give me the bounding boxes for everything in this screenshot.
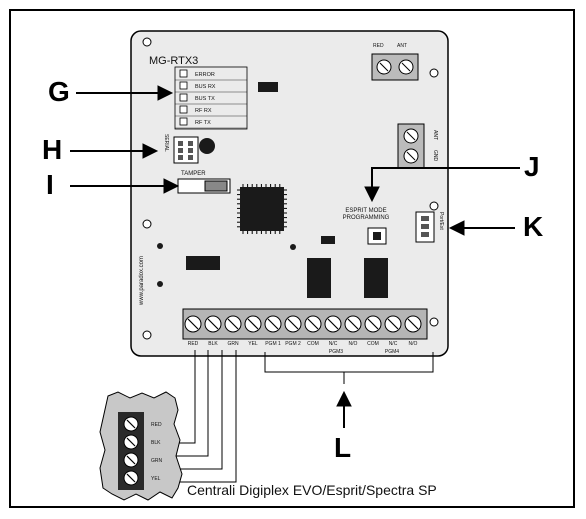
relay-pgm3 bbox=[307, 258, 331, 298]
mounting-hole bbox=[429, 201, 439, 211]
led-indicator bbox=[179, 93, 188, 102]
led-label: RF TX bbox=[195, 120, 211, 126]
smd-component bbox=[258, 82, 278, 92]
callout-arrows bbox=[70, 85, 520, 428]
arrow-g-head bbox=[157, 85, 174, 101]
callout-j: J bbox=[524, 151, 540, 182]
mounting-hole bbox=[142, 219, 152, 229]
connector-label: GRN bbox=[151, 458, 163, 464]
esprit-programming-jumper: ESPRIT MODE PROGRAMMING bbox=[343, 208, 390, 245]
serial-connector-housing bbox=[173, 136, 199, 164]
top-terminal-label-red: RED bbox=[373, 43, 384, 49]
bottom-terminal-label: COM bbox=[307, 341, 319, 347]
callout-l: L bbox=[334, 432, 352, 463]
led-label: BUS TX bbox=[195, 96, 215, 102]
right-terminal-label-gnd: GND bbox=[432, 150, 438, 162]
bottom-terminal-strip: RED BLK GRN YEL PGM 1 PGM 2 COM N/C N/O COM N/C N/O… bbox=[182, 308, 428, 355]
led-label: BUS RX bbox=[195, 84, 216, 90]
arrow-i-head bbox=[163, 178, 180, 194]
connector-caption: Centrali Digiplex EVO/Esprit/Spectra SP bbox=[187, 482, 437, 498]
relay-pgm4 bbox=[364, 258, 388, 298]
mounting-hole bbox=[142, 37, 152, 47]
serial-label: SERIAL bbox=[163, 134, 169, 152]
mounting-hole bbox=[142, 330, 152, 340]
callout-i: I bbox=[46, 169, 54, 200]
top-terminal-label-ant: ANT bbox=[397, 43, 407, 49]
pgm3-label: PGM3 bbox=[329, 349, 343, 355]
bottom-terminal-label: N/O bbox=[409, 341, 418, 347]
bottom-terminal-label: RED bbox=[188, 341, 199, 347]
bottom-terminal-label: N/C bbox=[389, 341, 398, 347]
bottom-terminal-label: YEL bbox=[248, 341, 258, 347]
smd-component bbox=[321, 236, 335, 244]
serial-connector: SERIAL bbox=[163, 134, 199, 164]
arrow-k-head bbox=[448, 220, 465, 236]
circuit-board: MG-RTX3 ERROR BUS RX BUS TX RF RX RF TX RED … bbox=[130, 30, 449, 357]
esprit-label-line1: ESPRIT MODE bbox=[345, 208, 386, 214]
right-terminal-label-ant: ANT bbox=[432, 130, 438, 140]
mounting-hole bbox=[429, 68, 439, 78]
cpu-chip bbox=[237, 184, 287, 234]
connector-label: BLK bbox=[151, 440, 161, 446]
top-terminal-block: RED ANT bbox=[371, 43, 419, 81]
led-label: RF RX bbox=[195, 108, 212, 114]
bottom-terminal-label: COM bbox=[367, 341, 379, 347]
connector-label: YEL bbox=[151, 476, 161, 482]
connector-label: RED bbox=[151, 422, 162, 428]
via bbox=[157, 243, 163, 249]
bottom-terminal-label: N/O bbox=[349, 341, 358, 347]
website-label: www.paradox.com bbox=[139, 256, 145, 306]
port-k-label: Port/Ext bbox=[438, 212, 444, 230]
relay-terminal-bracket bbox=[264, 352, 434, 384]
capacitor bbox=[199, 138, 215, 154]
panel-terminal-connector: RED BLK GRN YEL bbox=[99, 391, 183, 501]
mounting-hole bbox=[429, 317, 439, 327]
board-model-label: MG-RTX3 bbox=[149, 55, 198, 67]
bottom-terminal-label: N/C bbox=[329, 341, 338, 347]
cpu-chip-body bbox=[240, 187, 284, 231]
bottom-terminal-label: GRN bbox=[227, 341, 239, 347]
ic-component bbox=[186, 256, 220, 270]
tamper-label: TAMPER bbox=[181, 171, 206, 177]
led-indicator bbox=[179, 69, 188, 78]
led-indicator bbox=[179, 117, 188, 126]
arrow-j-head bbox=[364, 186, 380, 203]
bottom-terminal-label: PGM 1 bbox=[265, 341, 281, 347]
arrow-l-head bbox=[336, 390, 352, 407]
led-label: ERROR bbox=[195, 72, 215, 78]
bottom-terminal-label: PGM 2 bbox=[285, 341, 301, 347]
port-k-connector: Port/Ext bbox=[415, 211, 444, 243]
led-indicator-block: ERROR BUS RX BUS TX RF RX RF TX bbox=[174, 66, 248, 130]
callout-k: K bbox=[523, 211, 544, 242]
esprit-label-line2: PROGRAMMING bbox=[343, 215, 390, 221]
callout-g: G bbox=[48, 76, 70, 107]
bottom-terminal-label: BLK bbox=[208, 341, 218, 347]
pgm4-label: PGM4 bbox=[385, 349, 399, 355]
arrow-j-line bbox=[371, 167, 520, 188]
via bbox=[157, 281, 163, 287]
via bbox=[290, 244, 296, 250]
led-indicator bbox=[179, 105, 188, 114]
led-indicator bbox=[179, 81, 188, 90]
tamper-switch: TAMPER bbox=[177, 171, 231, 194]
arrow-h-head bbox=[142, 143, 159, 159]
led-block-outline bbox=[174, 66, 248, 130]
callout-h: H bbox=[42, 134, 63, 165]
